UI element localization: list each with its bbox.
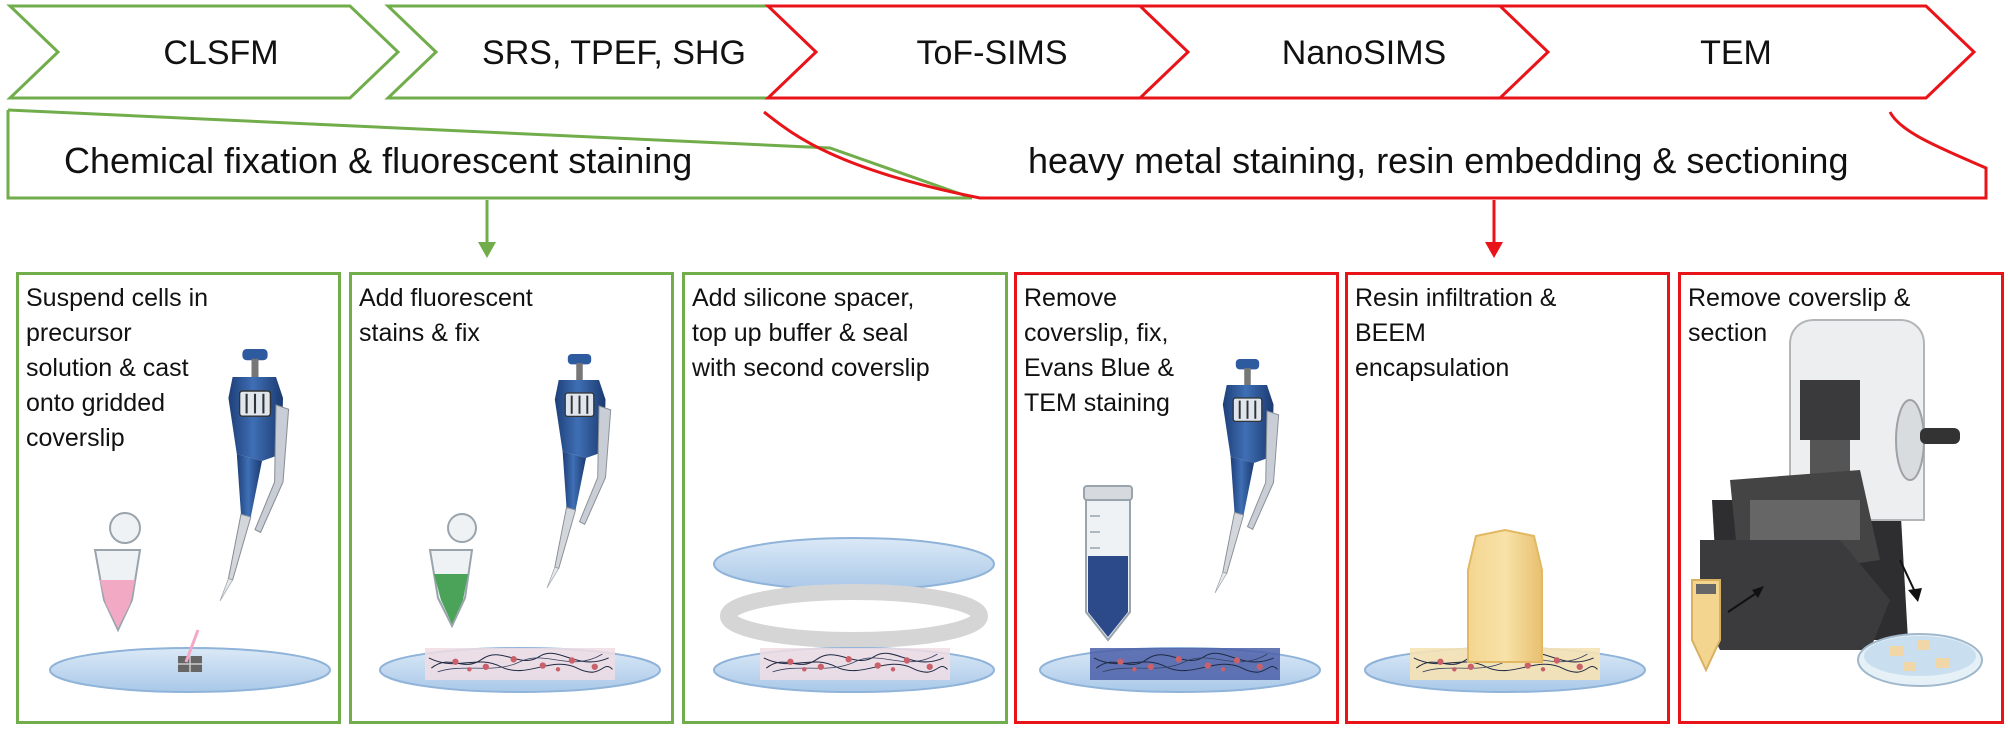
- microtome-icon: [1691, 319, 1983, 687]
- step-box-1: Suspend cells in precursor solution & ca…: [16, 272, 341, 724]
- step-text-6: Remove coverslip & section: [1688, 284, 1911, 347]
- chevron-tem: [1496, 4, 1977, 100]
- block-capsule-icon: [1691, 579, 1721, 673]
- falcon-tube-icon: [1083, 485, 1133, 642]
- coverslip-stack-icon: [713, 537, 995, 693]
- beem-capsule-icon: [1364, 528, 1646, 693]
- chevron-label-tof-sims: ToF-SIMS: [916, 34, 1068, 72]
- arrow-green-down: [478, 200, 496, 258]
- step-box-4: Remove coverslip, fix, Evans Blue & TEM …: [1014, 272, 1339, 724]
- chevron-row: [6, 4, 1977, 100]
- step-box-2: Add fluorescent stains & fix: [349, 272, 674, 724]
- tube-pink-icon: [93, 512, 142, 633]
- step-box-6: Remove coverslip & section: [1678, 272, 2004, 724]
- step-text-5: Resin infiltration & BEEM encapsulation: [1355, 284, 1557, 382]
- arrow-red-down: [1485, 200, 1503, 258]
- step-text-3: Add silicone spacer, top up buffer & sea…: [692, 284, 930, 382]
- tube-green-icon: [428, 513, 477, 629]
- chevron-label-tem: TEM: [1700, 34, 1772, 72]
- step-text-4: Remove coverslip, fix, Evans Blue & TEM …: [1024, 284, 1175, 417]
- step-text-2: Add fluorescent stains & fix: [359, 284, 533, 347]
- banner-right-label: heavy metal staining, resin embedding & …: [1028, 140, 1849, 181]
- step-box-3: Add silicone spacer, top up buffer & sea…: [682, 272, 1008, 724]
- chevron-label-nanosims: NanoSIMS: [1281, 34, 1447, 72]
- chevron-label-clsfm: CLSFM: [163, 34, 279, 72]
- chevron-clsfm: [6, 4, 401, 100]
- step-text-1: Suspend cells in precursor solution & ca…: [26, 284, 209, 452]
- step1-illustration: [49, 347, 331, 693]
- banner-right-shape: [763, 110, 1988, 200]
- step2-illustration: [379, 352, 661, 693]
- banner-left-label: Chemical fixation & fluorescent staining: [64, 140, 693, 181]
- petri-dish-icon: [1857, 633, 1983, 687]
- chevron-label-srs-tpef-shg: SRS, TPEF, SHG: [482, 34, 746, 72]
- step-box-5: Resin infiltration & BEEM encapsulation: [1345, 272, 1670, 724]
- step4-illustration: [1039, 357, 1321, 693]
- banner-left-shape: [6, 108, 973, 200]
